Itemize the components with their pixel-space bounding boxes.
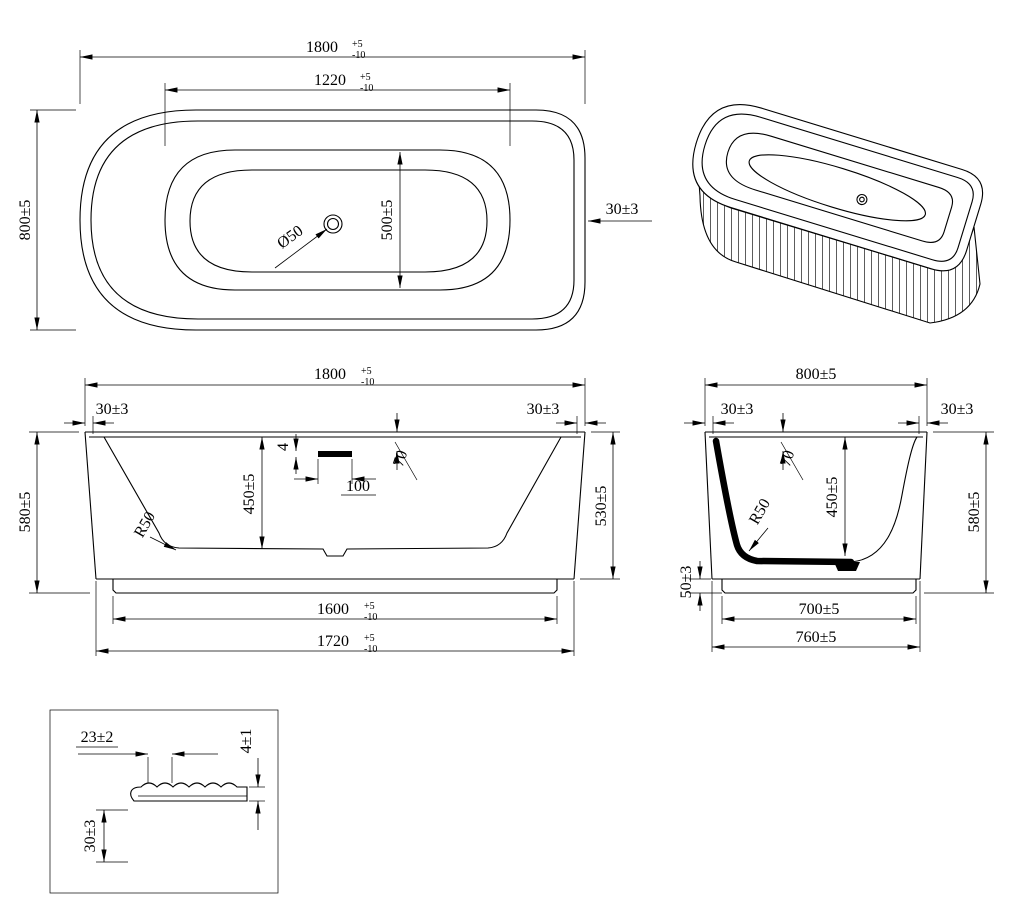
detail-rim-height-label: 30±3 — [82, 820, 99, 853]
front-height-right-dimension: 530±5 — [593, 486, 610, 527]
iso-drain-center — [859, 196, 865, 203]
top-width-tol-dn: -10 — [352, 50, 365, 61]
front-view-dimensions: 1800 +5 -10 30±3 30±3 580±5 530±5 450±5 … — [17, 366, 620, 656]
top-view-outer-outline — [79, 109, 586, 331]
front-left-wall — [84, 431, 97, 580]
front-corner-radius-label: R50 — [131, 509, 159, 541]
front-base-width-dimension: 1600 — [317, 601, 349, 618]
side-right-wall — [919, 431, 928, 580]
side-overflow-drop-label: 70 — [777, 448, 798, 468]
side-wall-left-label: 30±3 — [721, 401, 754, 418]
side-drain — [834, 562, 860, 571]
detail-view: 23±2 4±1 30±3 — [49, 709, 279, 894]
overflow-width-label: 100 — [346, 478, 370, 495]
front-basin-profile — [103, 436, 562, 557]
side-backrest-profile — [850, 436, 918, 563]
front-height-dimension: 580±5 — [17, 492, 34, 533]
front-base-tol-dn: -10 — [364, 612, 377, 623]
leader-line — [394, 441, 418, 481]
side-height-dimension: 580±5 — [966, 492, 983, 533]
radius-leader — [149, 536, 177, 551]
front-width-tol-dn: -10 — [361, 377, 374, 388]
iso-basin-floor — [748, 154, 927, 222]
side-wall-right-label: 30±3 — [941, 401, 974, 418]
overflow-slot — [318, 451, 352, 457]
front-overflow-drop-label: 70 — [390, 448, 411, 468]
iso-rim-inner — [701, 113, 974, 262]
top-wall-thickness-label: 30±3 — [606, 201, 639, 218]
drain-outer-circle — [323, 214, 343, 234]
top-view: 1800 +5 -10 1220 +5 -10 800±5 500±5 Ø50 … — [17, 39, 652, 331]
radius-leader — [748, 527, 769, 552]
front-wall-right-label: 30±3 — [527, 401, 560, 418]
top-inner-width-dimension: 1220 — [314, 72, 346, 89]
top-view-dimensions: 1800 +5 -10 1220 +5 -10 800±5 500±5 Ø50 … — [17, 39, 652, 331]
front-inner-depth-dimension: 450±5 — [241, 474, 258, 515]
front-base-plinth — [112, 579, 558, 594]
side-corner-radius-label: R50 — [746, 496, 774, 528]
top-width-tol-up: +5 — [352, 39, 363, 50]
isometric-view — [692, 104, 984, 324]
side-basin-black-profile — [712, 437, 855, 566]
top-depth-dimension: 800±5 — [17, 200, 34, 241]
front-wall-left-label: 30±3 — [96, 401, 129, 418]
detail-rim-width-label: 23±2 — [81, 729, 114, 746]
front-bottom-width-dimension: 1720 — [317, 633, 349, 650]
overflow-height-label: 4 — [275, 443, 292, 451]
top-inner-width-tol-up: +5 — [360, 72, 371, 83]
side-base-width-dimension: 700±5 — [799, 601, 840, 618]
drain-inner-circle — [326, 217, 340, 231]
top-view-basin-floor — [189, 169, 488, 273]
front-right-wall — [573, 431, 586, 580]
detail-rim-thickness-label: 4±1 — [238, 729, 255, 754]
front-width-tol-up: +5 — [361, 366, 372, 377]
side-width-dimension: 800±5 — [796, 366, 837, 383]
top-width-dimension: 1800 — [306, 39, 338, 56]
top-inner-depth-dimension: 500±5 — [379, 200, 396, 241]
side-inner-depth-dimension: 450±5 — [824, 477, 841, 518]
iso-rim-outer — [692, 104, 984, 272]
iso-drain — [856, 193, 868, 206]
side-left-wall — [704, 431, 713, 580]
detail-border-box — [49, 709, 279, 894]
front-bottom-tol-dn: -10 — [364, 644, 377, 655]
front-section-view: 1800 +5 -10 30±3 30±3 580±5 530±5 450±5 … — [17, 366, 620, 656]
side-base-plinth — [721, 579, 917, 594]
side-section-view: 800±5 30±3 30±3 70 450±5 580±5 R50 — [678, 366, 994, 652]
front-base-tol-up: +5 — [364, 601, 375, 612]
top-inner-width-tol-dn: -10 — [360, 83, 373, 94]
top-view-basin-opening — [164, 149, 511, 291]
drain-leader-line — [274, 228, 328, 269]
detail-rim-profile — [130, 782, 248, 802]
leader-line — [780, 441, 804, 481]
top-view-rim-inner-line — [90, 120, 575, 320]
front-bottom-tol-up: +5 — [364, 633, 375, 644]
iso-basin-opening — [725, 132, 954, 243]
iso-rim-group — [692, 104, 984, 272]
side-view-dimensions: 800±5 30±3 30±3 70 450±5 580±5 R50 — [678, 366, 994, 652]
front-width-dimension: 1800 — [314, 366, 346, 383]
side-base-height-label: 50±3 — [678, 566, 695, 599]
side-bottom-width-dimension: 760±5 — [796, 629, 837, 646]
detail-dimensions: 23±2 4±1 30±3 — [76, 729, 265, 863]
